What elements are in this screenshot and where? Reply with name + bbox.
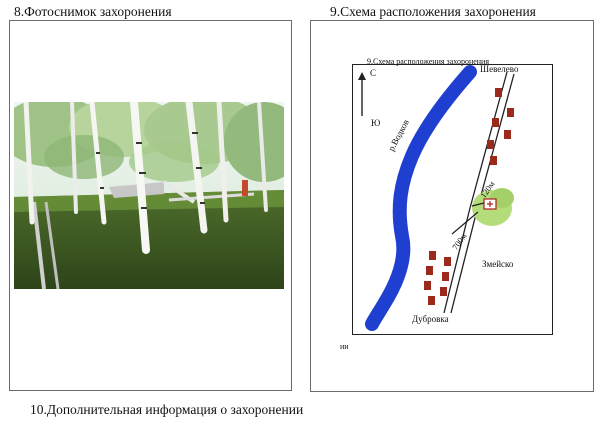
burial-scheme-map (352, 64, 553, 335)
scheme-inner-title: 9.Схема расположения захоронения (367, 57, 490, 66)
north-label: С (370, 68, 377, 78)
photo-caption: 8.Фотоснимок захоронения (14, 4, 172, 19)
village-mid-label: Змейско (482, 259, 514, 269)
south-label: Ю (371, 118, 381, 128)
burial-photo (14, 102, 284, 289)
village-top-label: Шевелево (480, 64, 519, 74)
scheme-caption: 9.Схема расположения захоронения (330, 4, 536, 19)
scheme-footnote: ии (340, 342, 349, 351)
village-bottom-label: Дубровка (412, 314, 449, 324)
additional-info-caption: 10.Дополнительная информация о захоронен… (30, 402, 304, 417)
